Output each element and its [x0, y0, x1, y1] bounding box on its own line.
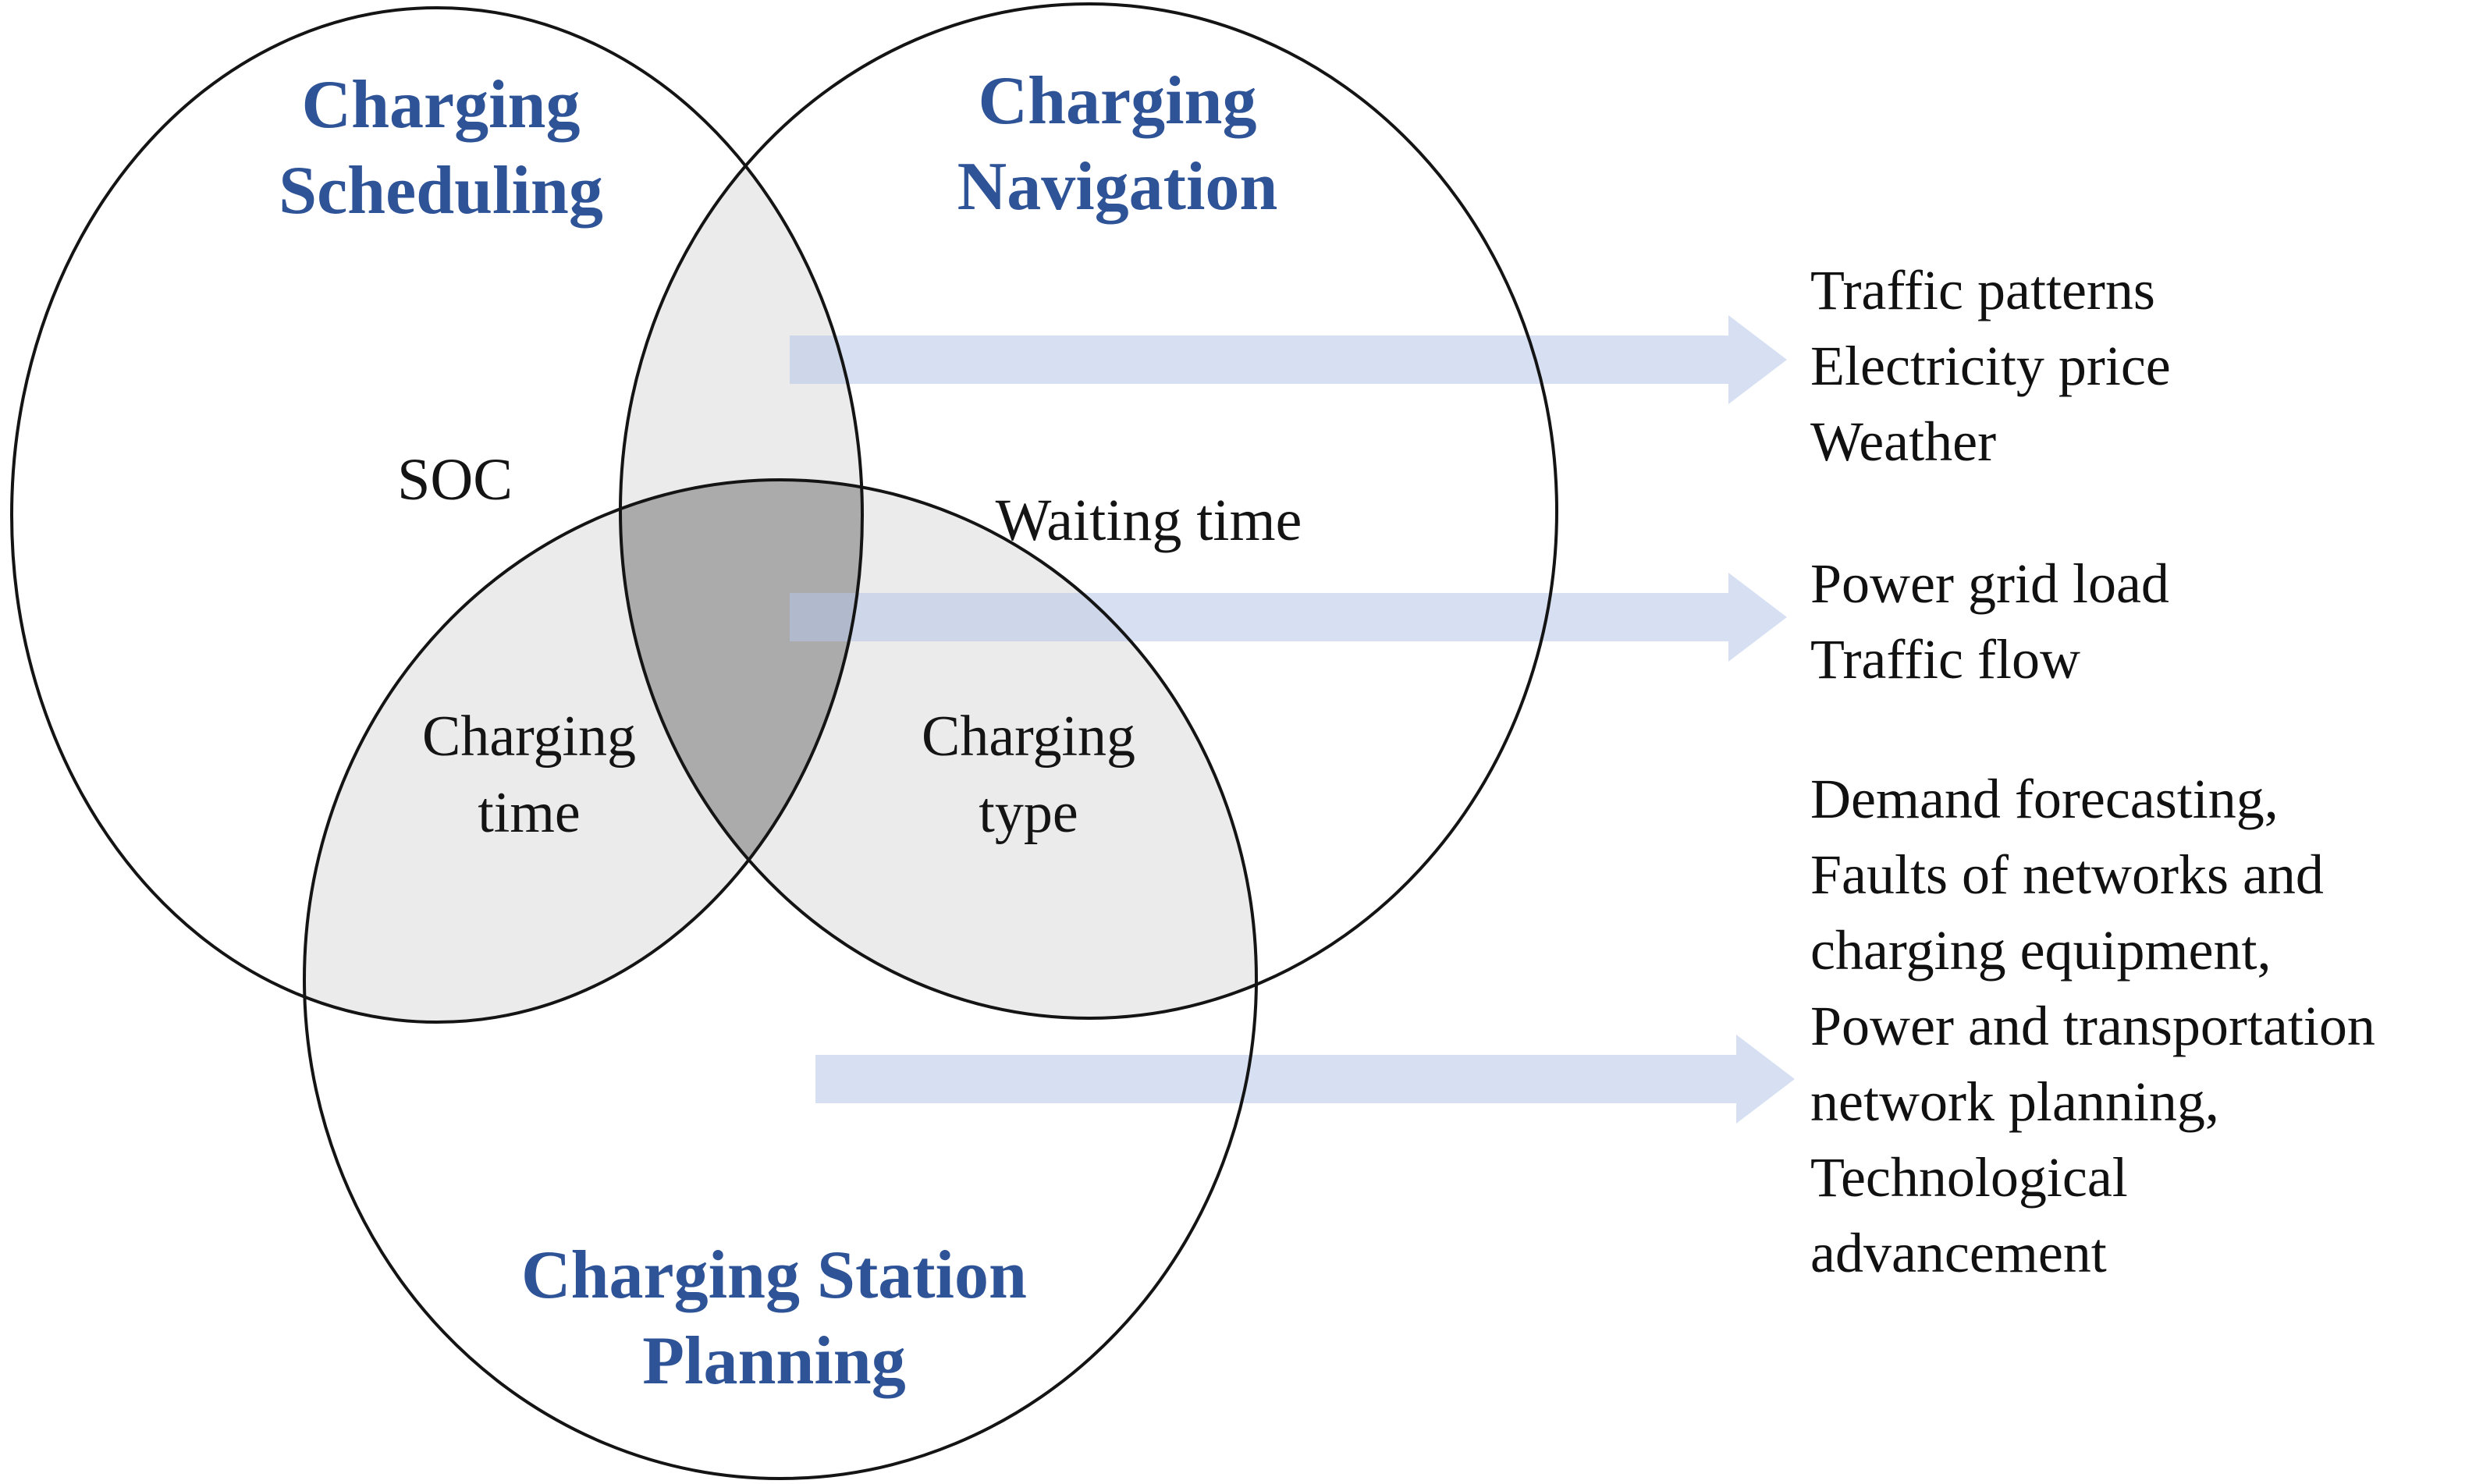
circle-charging-station-planning-outline: [303, 478, 1258, 1480]
title-line: Planning: [642, 1323, 906, 1399]
annotation-line: Power grid load: [1810, 552, 2169, 615]
annotation-block-navigation-inputs: Traffic patterns Electricity price Weath…: [1810, 253, 2171, 480]
circle-charging-scheduling-outline: [10, 6, 864, 1024]
title-line: Navigation: [957, 149, 1278, 225]
label-charging-type: Charging type: [922, 698, 1135, 851]
title-line: Charging: [978, 63, 1257, 139]
title-line: Charging Station: [521, 1237, 1027, 1313]
label-line: Charging: [921, 705, 1136, 769]
circle-charging-navigation-outline: [619, 2, 1558, 1020]
title-line: Scheduling: [279, 153, 603, 229]
annotation-line: Electricity price: [1810, 335, 2171, 397]
title-charging-scheduling: Charging Scheduling: [279, 62, 603, 234]
annotation-block-planning-factors: Demand forecasting, Faults of networks a…: [1810, 762, 2375, 1291]
annotation-line: Power and transportation: [1810, 995, 2375, 1057]
annotation-line: Traffic patterns: [1810, 259, 2155, 321]
annotation-line: Traffic flow: [1810, 628, 2080, 691]
right-arrow-middle-icon: [790, 573, 1787, 662]
annotation-line: Weather: [1810, 410, 1997, 473]
annotation-line: Technological: [1810, 1146, 2128, 1209]
label-waiting-time: Waiting time: [995, 488, 1302, 553]
annotation-line: Demand forecasting,: [1810, 768, 2279, 830]
annotation-line: charging equipment,: [1810, 919, 2272, 982]
label-line: Charging: [421, 705, 637, 769]
annotation-line: Faults of networks and: [1810, 843, 2324, 906]
title-line: Charging: [301, 67, 581, 143]
title-charging-navigation: Charging Navigation: [957, 59, 1278, 230]
right-arrow-bottom-icon: [815, 1035, 1795, 1124]
annotation-line: network planning,: [1810, 1070, 2219, 1133]
label-line: type: [979, 781, 1078, 845]
annotation-line: advancement: [1810, 1222, 2107, 1284]
annotation-block-grid-traffic: Power grid load Traffic flow: [1810, 546, 2169, 698]
right-arrow-top-icon: [790, 315, 1787, 404]
label-soc: SOC: [397, 447, 513, 513]
label-charging-time: Charging time: [422, 698, 636, 851]
label-line: time: [478, 781, 581, 845]
title-charging-station-planning: Charging Station Planning: [521, 1233, 1027, 1404]
